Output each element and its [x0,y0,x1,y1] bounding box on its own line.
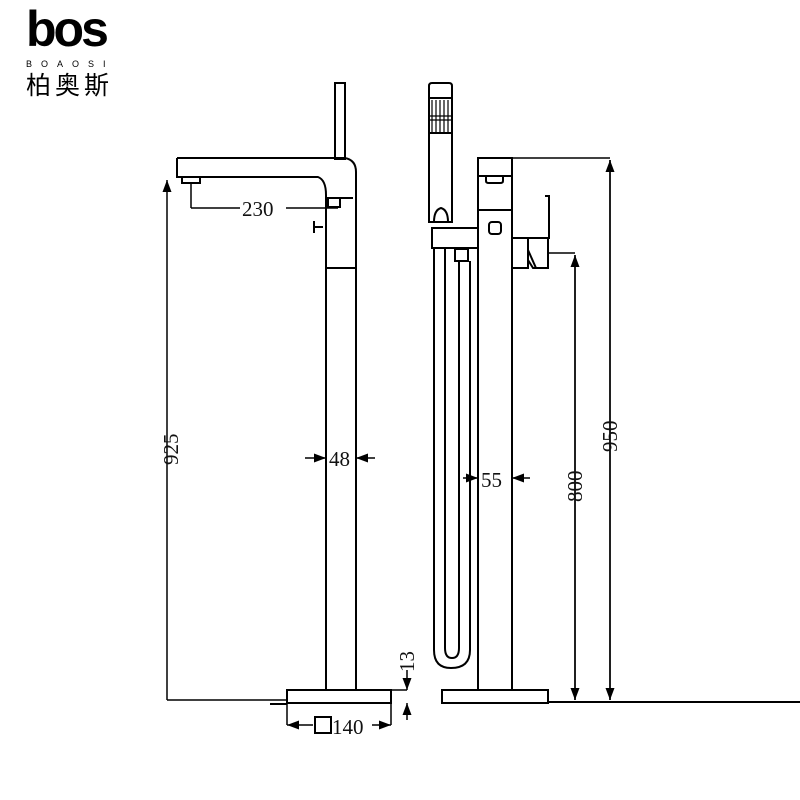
logo-mark: bos [26,1,109,57]
diverter-button-icon [488,221,502,235]
dim-140: 140 [286,703,392,739]
spout-and-column [176,157,357,690]
column-right [477,157,513,691]
dim-230: 230 [190,183,338,221]
dim-label-140: 140 [332,715,364,739]
aerator [181,176,201,184]
handle-knob-icon [313,221,323,233]
spray-grip-icon [430,100,451,132]
dim-55: 55 [463,468,530,492]
handshower-bar-side [334,82,346,160]
dim-13: 13 [391,651,419,720]
dim-800: 800 [548,252,587,700]
dim-label-13: 13 [395,651,419,672]
hose-nut [454,248,469,262]
dim-950: 950 [512,157,622,700]
front-view-right [428,82,800,704]
shower-hose [433,248,471,670]
handshower-nose [433,206,449,223]
handshower [428,82,453,223]
dim-label-48: 48 [329,447,350,471]
dim-label-950: 950 [598,421,622,453]
dim-925: 925 [159,180,287,701]
base-plate-left [286,689,392,704]
spout-outlet [485,176,504,184]
square-section-icon [314,716,332,734]
dim-label-800: 800 [563,471,587,503]
lever-handle [527,195,550,269]
hose-connector [431,227,479,249]
dim-48: 48 [305,447,375,471]
logo-subtitle: BOAOSI [26,59,115,69]
dim-label-925: 925 [159,434,183,466]
collar-detail [327,197,341,208]
brand-logo: bos BOAOSI 柏奥斯 [26,0,136,102]
dim-label-55: 55 [481,468,502,492]
side-view-left [176,82,392,705]
base-plate-right [441,689,549,704]
logo-chinese: 柏奥斯 [26,71,114,100]
dim-label-230: 230 [242,197,274,221]
valve-body [511,237,529,269]
